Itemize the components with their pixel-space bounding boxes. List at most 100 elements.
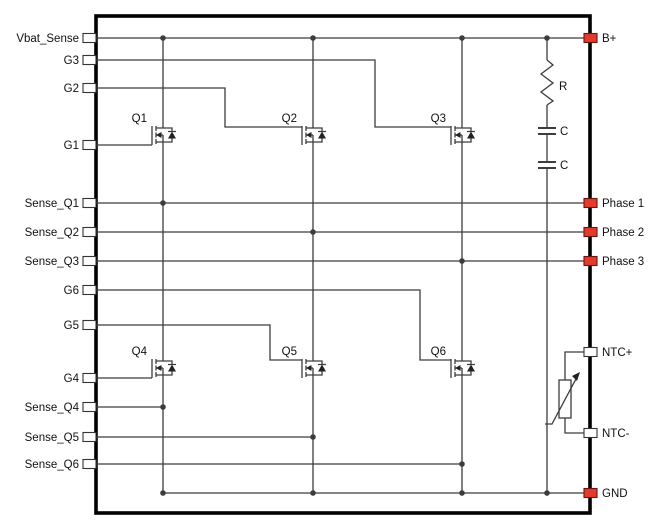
pin-g4 bbox=[82, 372, 97, 384]
junction bbox=[160, 200, 166, 206]
pin-ntc-plus bbox=[583, 346, 598, 358]
body-diode bbox=[318, 364, 326, 372]
net-vbat bbox=[96, 37, 584, 128]
junction bbox=[459, 35, 465, 41]
labels: Vbat_Sense G3 G2 G1 Sense_Q1 Sense_Q2 Se… bbox=[16, 33, 644, 500]
body-diode bbox=[467, 131, 475, 139]
junction bbox=[544, 490, 550, 496]
net-gnd bbox=[162, 375, 584, 494]
junction bbox=[310, 490, 316, 496]
pin-label-g2: G2 bbox=[64, 83, 79, 95]
net-g3 bbox=[96, 59, 451, 128]
pin-label-ntc-plus: NTC+ bbox=[602, 347, 633, 359]
nets bbox=[96, 37, 584, 494]
junction bbox=[459, 258, 465, 264]
pin-label-ntc-minus: NTC- bbox=[602, 428, 630, 440]
transistor-q4 bbox=[151, 359, 176, 378]
pin-label-sense-q1: Sense_Q1 bbox=[25, 198, 79, 210]
body-arrow bbox=[156, 365, 162, 371]
net-g5 bbox=[96, 324, 302, 361]
pin-g1 bbox=[82, 139, 97, 151]
pin-label-phase-2: Phase 2 bbox=[602, 227, 644, 239]
pin-sense-q3 bbox=[82, 255, 97, 267]
pin-g3 bbox=[82, 54, 97, 66]
capacitor-plates bbox=[538, 127, 556, 169]
pin-label-sense-q5: Sense_Q5 bbox=[25, 432, 79, 444]
junction bbox=[160, 490, 166, 496]
pin-sense-q1 bbox=[82, 197, 97, 209]
net-phase1 bbox=[96, 142, 584, 361]
transistor-label-q5: Q5 bbox=[282, 346, 297, 358]
module-outline bbox=[94, 14, 592, 515]
junction bbox=[310, 229, 316, 235]
body-diode bbox=[168, 364, 176, 372]
body-diode bbox=[467, 364, 475, 372]
body-diode bbox=[168, 131, 176, 139]
pin-phase-3 bbox=[583, 255, 598, 267]
junction bbox=[310, 434, 316, 440]
pin-sense-q2 bbox=[82, 226, 97, 238]
net-g2 bbox=[96, 87, 302, 128]
pin-phase-2 bbox=[583, 226, 598, 238]
ntc-body bbox=[558, 379, 572, 419]
pin-phase-1 bbox=[583, 197, 598, 209]
pin-sense-q4 bbox=[82, 401, 97, 413]
ntc-diagonal bbox=[545, 376, 578, 425]
ntc-arrow bbox=[572, 372, 580, 381]
ntc-leads bbox=[564, 351, 584, 434]
transistor-label-q3: Q3 bbox=[431, 113, 446, 125]
net-g6 bbox=[96, 289, 451, 361]
transistor-q2 bbox=[301, 126, 326, 145]
transistor-q3 bbox=[450, 126, 475, 145]
pin-g6 bbox=[82, 284, 97, 296]
pin-g2 bbox=[82, 82, 97, 94]
junction bbox=[459, 490, 465, 496]
transistor-label-q2: Q2 bbox=[282, 113, 297, 125]
pin-g5 bbox=[82, 319, 97, 331]
junction bbox=[544, 35, 550, 41]
junction-dots bbox=[160, 35, 550, 496]
pin-label-b-plus: B+ bbox=[602, 33, 617, 45]
capacitor-top-label: C bbox=[560, 126, 568, 138]
junction bbox=[160, 404, 166, 410]
pin-label-sense-q2: Sense_Q2 bbox=[25, 227, 79, 239]
junction bbox=[160, 35, 166, 41]
pins-left bbox=[82, 32, 97, 470]
pin-label-g3: G3 bbox=[64, 55, 79, 67]
resistor-label: R bbox=[559, 81, 567, 93]
pin-label-g5: G5 bbox=[64, 320, 79, 332]
body-arrow bbox=[306, 365, 312, 371]
body-diode bbox=[318, 131, 326, 139]
pin-label-g1: G1 bbox=[64, 140, 79, 152]
pin-label-phase-1: Phase 1 bbox=[602, 198, 644, 210]
capacitor-bottom-label: C bbox=[560, 160, 568, 172]
body-arrow bbox=[156, 132, 162, 138]
body-arrow bbox=[306, 132, 312, 138]
net-phase2 bbox=[96, 142, 584, 361]
pin-gnd bbox=[583, 487, 598, 499]
junction bbox=[310, 35, 316, 41]
transistor-label-q1: Q1 bbox=[132, 113, 147, 125]
pin-vbat-sense bbox=[82, 32, 97, 44]
pin-label-g4: G4 bbox=[64, 373, 80, 385]
pin-label-vbat-sense: Vbat_Sense bbox=[16, 33, 79, 45]
pin-label-sense-q6: Sense_Q6 bbox=[25, 459, 79, 471]
transistor-label-q6: Q6 bbox=[431, 346, 446, 358]
junction bbox=[459, 461, 465, 467]
transistor-q6 bbox=[450, 359, 475, 378]
transistor-label-q4: Q4 bbox=[132, 346, 148, 358]
body-arrow bbox=[455, 365, 461, 371]
pin-label-phase-3: Phase 3 bbox=[602, 256, 644, 268]
pin-label-gnd: GND bbox=[602, 488, 628, 500]
pin-b-plus bbox=[583, 32, 598, 44]
pin-label-sense-q3: Sense_Q3 bbox=[25, 256, 79, 268]
pins-right bbox=[583, 32, 598, 499]
pin-ntc-minus bbox=[583, 427, 598, 439]
pin-label-sense-q4: Sense_Q4 bbox=[25, 402, 80, 414]
pin-sense-q5 bbox=[82, 431, 97, 443]
net-phase3 bbox=[96, 142, 584, 361]
pin-sense-q6 bbox=[82, 458, 97, 470]
pin-label-g6: G6 bbox=[64, 285, 79, 297]
